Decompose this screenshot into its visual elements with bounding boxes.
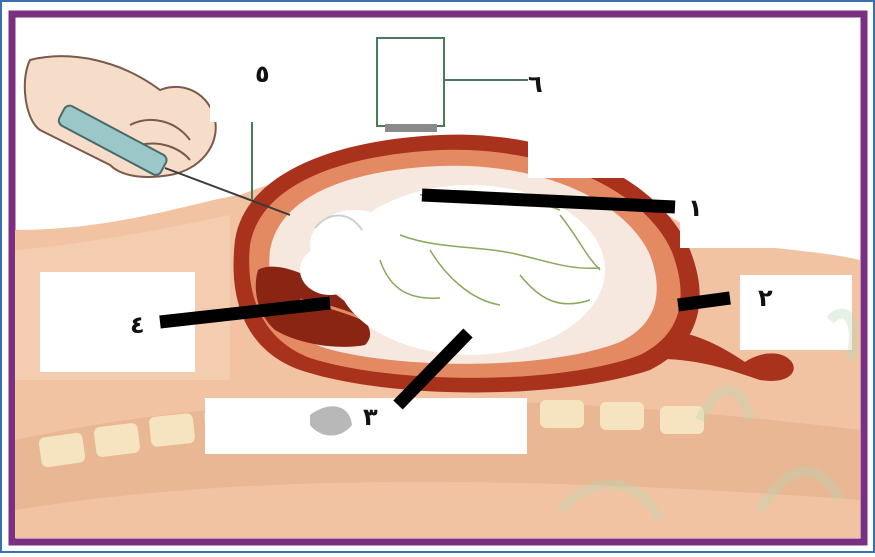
label-1: ١ — [688, 196, 703, 220]
label-2: ٢ — [758, 286, 773, 310]
label-4: ٤ — [130, 313, 145, 337]
label-box-6 — [528, 40, 858, 178]
label-3: ٣ — [363, 405, 378, 429]
label-5: ٥ — [255, 62, 270, 86]
leader-line-2 — [678, 298, 730, 305]
label-box-5 — [210, 50, 360, 122]
label-6: ٦ — [528, 72, 543, 96]
